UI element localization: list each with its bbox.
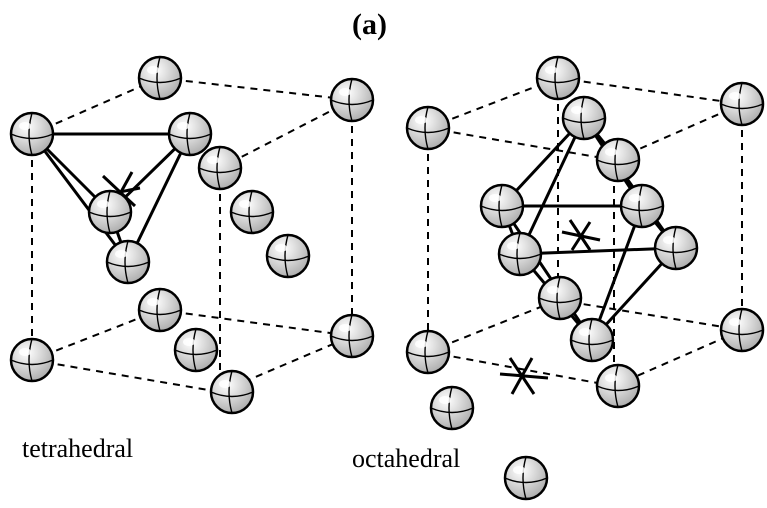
atom-sphere [595, 363, 641, 409]
atom-sphere [87, 189, 133, 235]
atom-sphere [619, 183, 665, 229]
atom-sphere [429, 385, 475, 431]
atom-sphere [229, 189, 275, 235]
octahedral-label: octahedral [352, 444, 461, 473]
atom-sphere [9, 337, 55, 383]
panel-title: (a) [352, 8, 387, 41]
atom-sphere [719, 81, 765, 127]
atom-sphere [537, 275, 583, 321]
atom-sphere [105, 239, 151, 285]
atom-sphere [209, 369, 255, 415]
atom-sphere [503, 455, 549, 501]
atom-sphere [137, 55, 183, 101]
atom-sphere [497, 231, 543, 277]
atom-sphere [173, 327, 219, 373]
tetrahedral-cube-edges [31, 77, 353, 393]
atom-sphere [9, 111, 55, 157]
octahedral-site-marker-face [499, 357, 549, 395]
atom-sphere [405, 329, 451, 375]
atom-sphere [719, 307, 765, 353]
atom-sphere [137, 287, 183, 333]
atom-sphere [595, 137, 641, 183]
atom-sphere [329, 313, 375, 359]
atom-sphere [329, 77, 375, 123]
atom-sphere [265, 233, 311, 279]
octahedral-cube-edges [427, 77, 743, 387]
atom-sphere [535, 55, 581, 101]
tetrahedral-label: tetrahedral [22, 434, 134, 463]
atom-sphere [405, 105, 451, 151]
atom-sphere [479, 183, 525, 229]
octahedron-edges [500, 116, 678, 342]
atom-sphere [197, 145, 243, 191]
atom-sphere [653, 225, 699, 271]
atom-sphere [569, 317, 615, 363]
atom-sphere [167, 111, 213, 157]
atom-sphere [561, 95, 607, 141]
octahedral-site-marker-center [561, 219, 601, 251]
atoms-layer [9, 55, 765, 501]
